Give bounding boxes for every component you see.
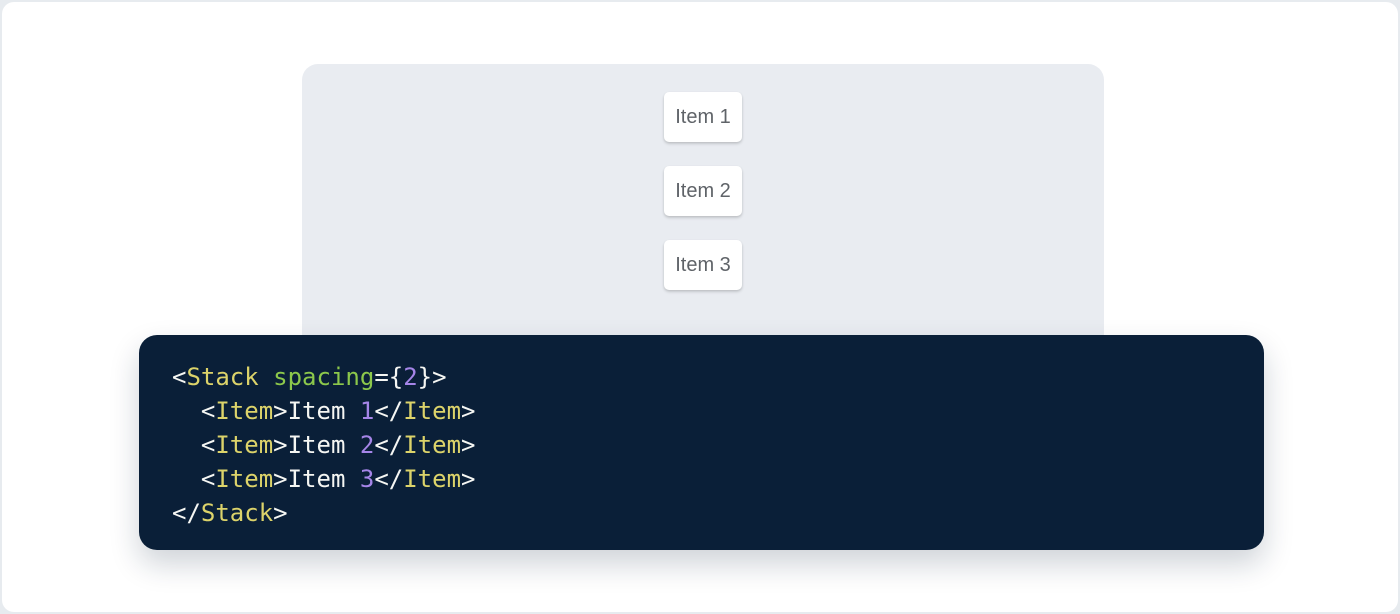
code-token-punctuation: < (200, 431, 216, 459)
code-token-punctuation: </ (374, 465, 404, 493)
code-line: <Item>Item 2</Item> (172, 428, 1231, 462)
stack-container: Item 1 Item 2 Item 3 (302, 64, 1104, 290)
code-token-punctuation: > (273, 431, 288, 459)
code-token-plain: Item (287, 431, 360, 459)
code-token-number: 2 (359, 431, 375, 459)
code-token-plain (172, 465, 201, 493)
code-token-punctuation: > (273, 397, 288, 425)
stack-item-label: Item 3 (675, 253, 731, 276)
code-token-punctuation: }> (417, 363, 447, 391)
code-token-punctuation: > (461, 431, 476, 459)
stack-item-label: Item 2 (675, 179, 731, 202)
code-token-tag: Item (403, 465, 462, 493)
code-token-punctuation: </ (172, 499, 201, 527)
code-token-plain (259, 363, 273, 391)
code-line: <Item>Item 1</Item> (172, 394, 1231, 428)
code-token-number: 3 (359, 465, 375, 493)
code-token-tag: Stack (200, 499, 274, 527)
code-token-punctuation: > (461, 465, 476, 493)
code-token-tag: Item (403, 431, 462, 459)
stack-item-label: Item 1 (675, 105, 731, 128)
code-token-number: 1 (359, 397, 375, 425)
code-token-plain: Item (287, 397, 360, 425)
code-token-plain (172, 431, 201, 459)
code-line: </Stack> (172, 496, 1231, 530)
code-token-tag: Item (215, 397, 274, 425)
code-token-tag: Item (215, 431, 274, 459)
stack-item: Item 1 (664, 92, 742, 142)
code-token-punctuation: </ (374, 431, 404, 459)
code-line: <Item>Item 3</Item> (172, 462, 1231, 496)
code-snippet: <Stack spacing={2}> <Item>Item 1</Item> … (172, 360, 1231, 530)
code-token-punctuation: > (273, 499, 288, 527)
code-token-plain: Item (287, 465, 360, 493)
code-token-punctuation: < (200, 397, 216, 425)
code-line: <Stack spacing={2}> (172, 360, 1231, 394)
code-token-number: 2 (403, 363, 418, 391)
code-token-punctuation: ={ (374, 363, 404, 391)
code-token-tag: Item (215, 465, 274, 493)
stack-item: Item 3 (664, 240, 742, 290)
code-token-attr-name: spacing (273, 363, 375, 391)
code-token-punctuation: > (461, 397, 476, 425)
code-token-punctuation: > (273, 465, 288, 493)
stack-demo-panel: Item 1 Item 2 Item 3 (302, 64, 1104, 356)
code-token-punctuation: < (200, 465, 216, 493)
code-block: <Stack spacing={2}> <Item>Item 1</Item> … (139, 335, 1264, 550)
code-token-tag: Item (403, 397, 462, 425)
code-token-tag: Stack (186, 363, 259, 391)
code-token-punctuation: </ (374, 397, 404, 425)
code-token-plain (172, 397, 201, 425)
code-token-punctuation: < (172, 363, 187, 391)
stack-item: Item 2 (664, 166, 742, 216)
